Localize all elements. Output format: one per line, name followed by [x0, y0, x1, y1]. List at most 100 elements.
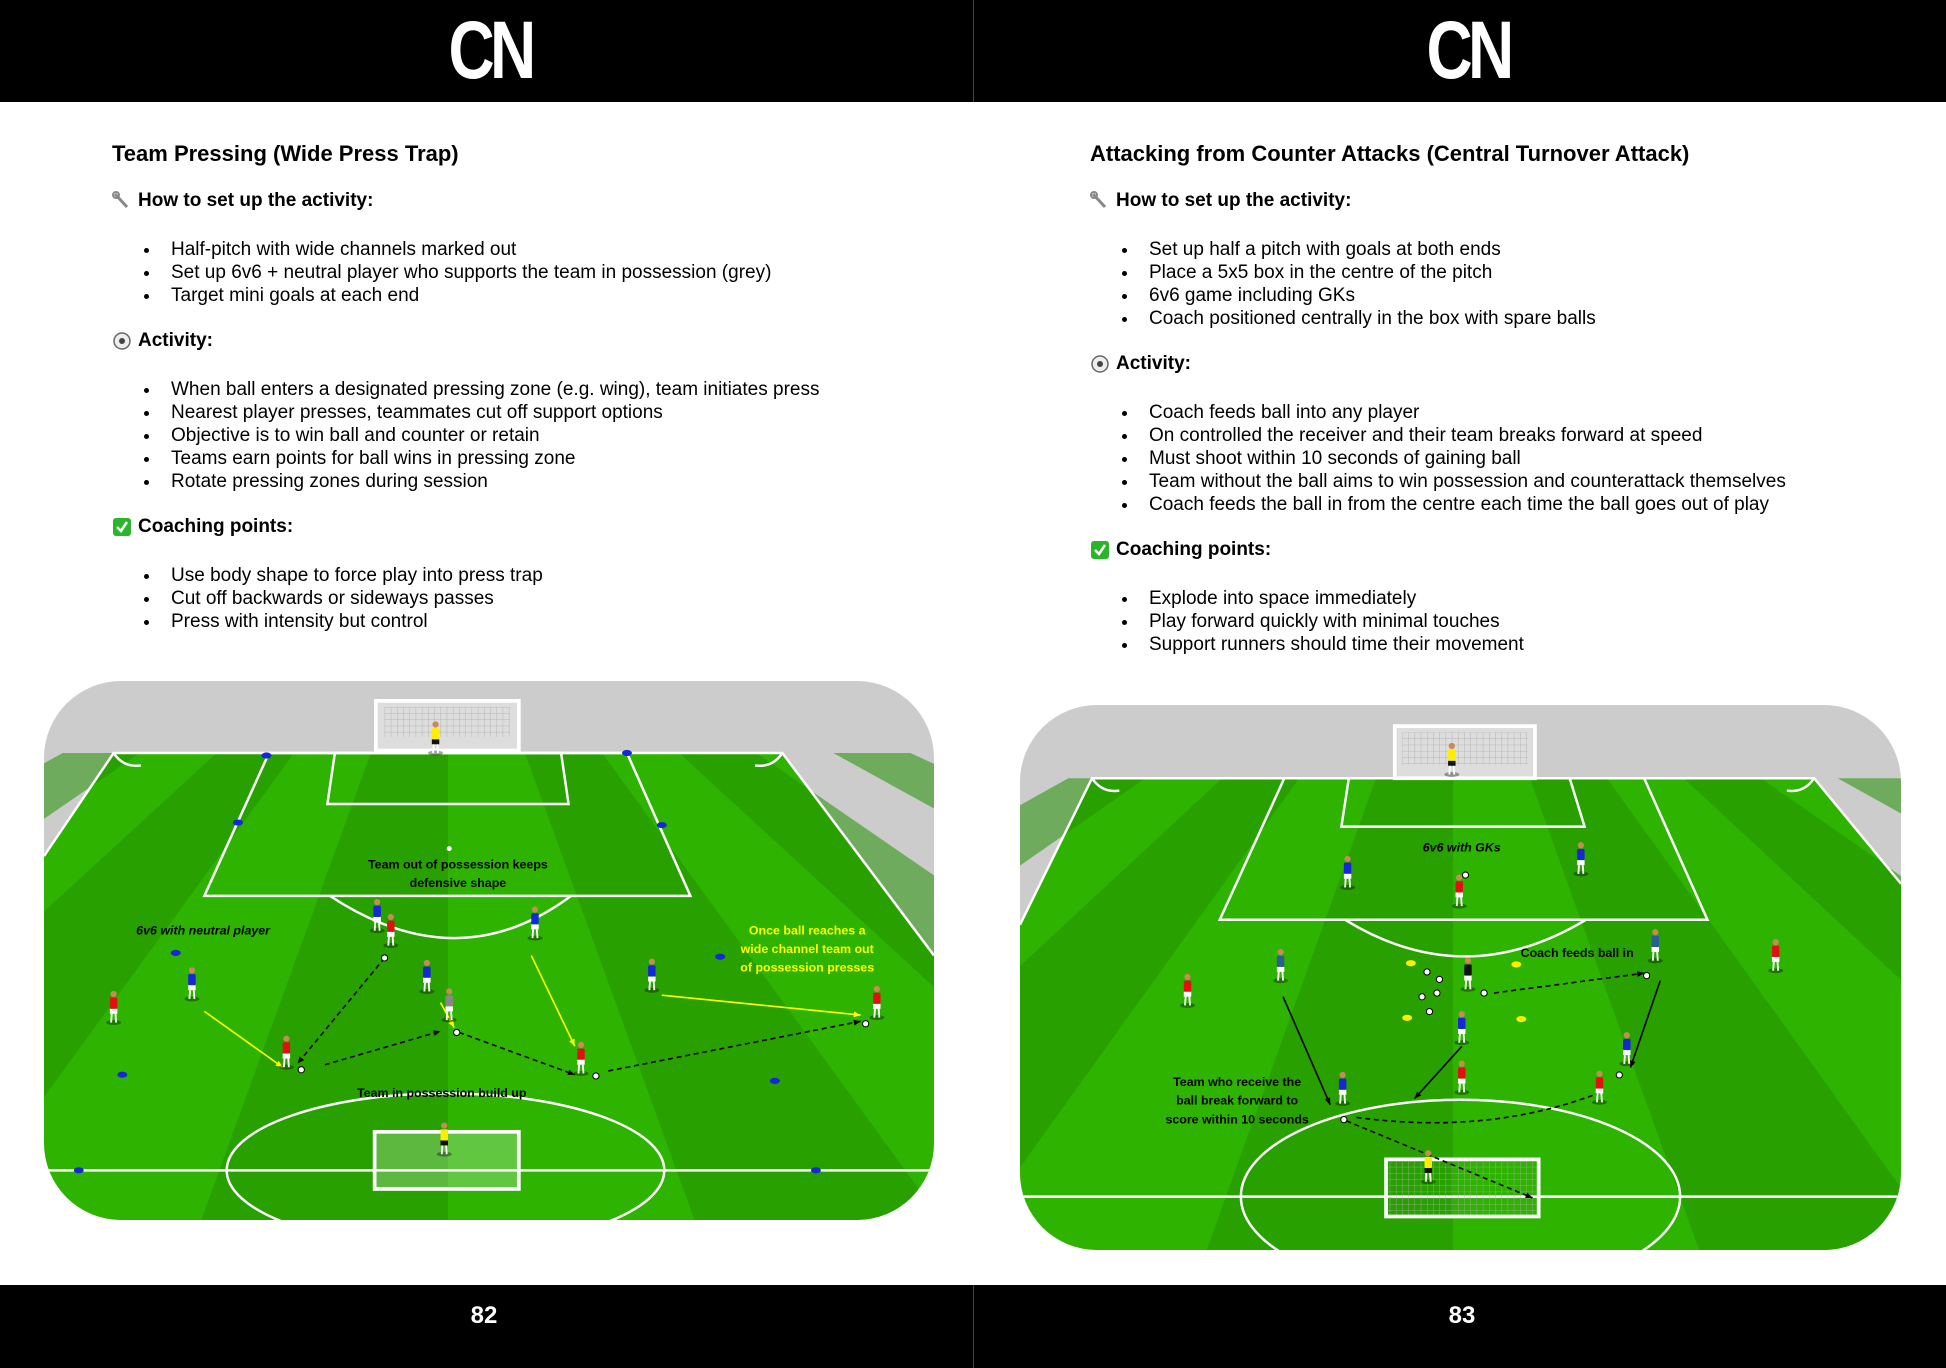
ball [1423, 968, 1431, 976]
player-shadow [1335, 1101, 1351, 1106]
player [1273, 948, 1289, 984]
player-leg [1462, 1033, 1466, 1043]
player-leg [1455, 897, 1459, 907]
player-shorts [648, 976, 656, 982]
setup-list: Half-pitch with wide channels marked out… [112, 238, 771, 307]
player-shorts [531, 924, 539, 930]
list-item: Rotate pressing zones during session [112, 470, 819, 493]
player-leg [877, 1008, 881, 1018]
player-shorts [387, 931, 395, 937]
player-leg [1772, 961, 1775, 971]
pass-arrow-head [853, 1019, 861, 1026]
player-head [1772, 939, 1779, 946]
player [1573, 842, 1589, 877]
player-head [1277, 948, 1284, 956]
player-leg [387, 936, 390, 946]
run-arrow-head [1324, 1097, 1331, 1105]
player-head [432, 721, 439, 728]
page-divider [973, 1285, 974, 1368]
player-shorts [282, 1053, 291, 1059]
player-head [873, 985, 880, 993]
player [1768, 939, 1784, 974]
player-shirt [440, 1129, 448, 1141]
player-leg [1339, 1094, 1342, 1104]
player-leg [427, 982, 431, 992]
grass-stripe [1683, 778, 1901, 1250]
run-arrow [1629, 980, 1662, 1068]
penalty-spot [446, 846, 452, 852]
list-item: Objective is to win ball and counter or … [112, 424, 819, 447]
player-leg [1458, 1033, 1461, 1043]
pass-arrow [458, 1031, 576, 1076]
player-shirt [423, 966, 431, 978]
player-shorts [1343, 873, 1352, 879]
check-box-icon [1090, 540, 1110, 560]
player [1592, 1070, 1607, 1105]
player [644, 958, 660, 993]
ball [453, 1028, 461, 1037]
player-head [1596, 1070, 1603, 1077]
player-leg [1188, 996, 1191, 1006]
player-shorts [577, 1059, 585, 1065]
player-leg [114, 1013, 118, 1023]
player-leg [1581, 865, 1585, 874]
pass-arrow [1493, 972, 1645, 994]
press-arrow [661, 994, 861, 1016]
player-head [1464, 957, 1472, 964]
player-leg [1596, 1093, 1599, 1103]
player-leg [423, 982, 426, 992]
ball [1643, 972, 1651, 980]
cone [656, 821, 667, 829]
diagram-label: Team who receive the [1173, 1075, 1301, 1089]
player-leg [1623, 1055, 1626, 1064]
player [869, 985, 885, 1021]
player [1619, 1032, 1635, 1067]
player-shirt [1464, 964, 1472, 976]
list-item: Teams earn points for ball wins in press… [112, 447, 819, 470]
activity-list: Coach feeds ball into any player On cont… [1090, 401, 1786, 516]
cone [810, 1167, 821, 1174]
soccer-ball-icon [1090, 354, 1110, 374]
player-head [1577, 842, 1584, 849]
diagram-label: score within 10 seconds [1165, 1112, 1308, 1126]
heading-text: Coaching points: [138, 516, 294, 537]
player-leg [581, 1064, 585, 1074]
player-shirt [648, 965, 656, 977]
ball [1480, 989, 1488, 997]
player-head [387, 913, 394, 921]
list-item: Must shoot within 10 seconds of gaining … [1090, 447, 1786, 470]
cone [622, 749, 632, 757]
player [527, 906, 543, 941]
player-leg [1776, 961, 1780, 971]
player-shadow [1460, 986, 1476, 992]
list-item: 6v6 game including GKs [1090, 284, 1596, 307]
page-divider [973, 0, 974, 102]
player-shorts [1455, 892, 1463, 898]
cone [117, 1071, 128, 1078]
player-shorts [1577, 860, 1585, 866]
player-head [441, 1122, 448, 1129]
player-shirt [1338, 1078, 1347, 1090]
cone [170, 949, 181, 957]
top-goal [374, 699, 521, 753]
player-shadow [184, 996, 200, 1002]
player-shadow [644, 987, 660, 993]
player-shirt [577, 1048, 585, 1060]
player-leg [287, 1058, 290, 1068]
player-leg [1343, 1094, 1347, 1104]
press-arrow-head [569, 1038, 575, 1047]
press-arrow [530, 955, 576, 1047]
player-leg [378, 921, 381, 931]
player-leg [1460, 897, 1463, 907]
pass-arrow-head [1636, 971, 1645, 977]
bottom-goal [1384, 1157, 1541, 1219]
player-shirt [1651, 935, 1660, 948]
player-leg [445, 1011, 449, 1021]
player-shirt [1623, 1038, 1631, 1051]
player-shirt [109, 997, 118, 1009]
player-leg [1627, 1055, 1631, 1064]
cone [73, 1167, 84, 1174]
player-shadow [441, 1017, 457, 1023]
player-head [1344, 855, 1351, 863]
player-shirt [873, 992, 881, 1004]
